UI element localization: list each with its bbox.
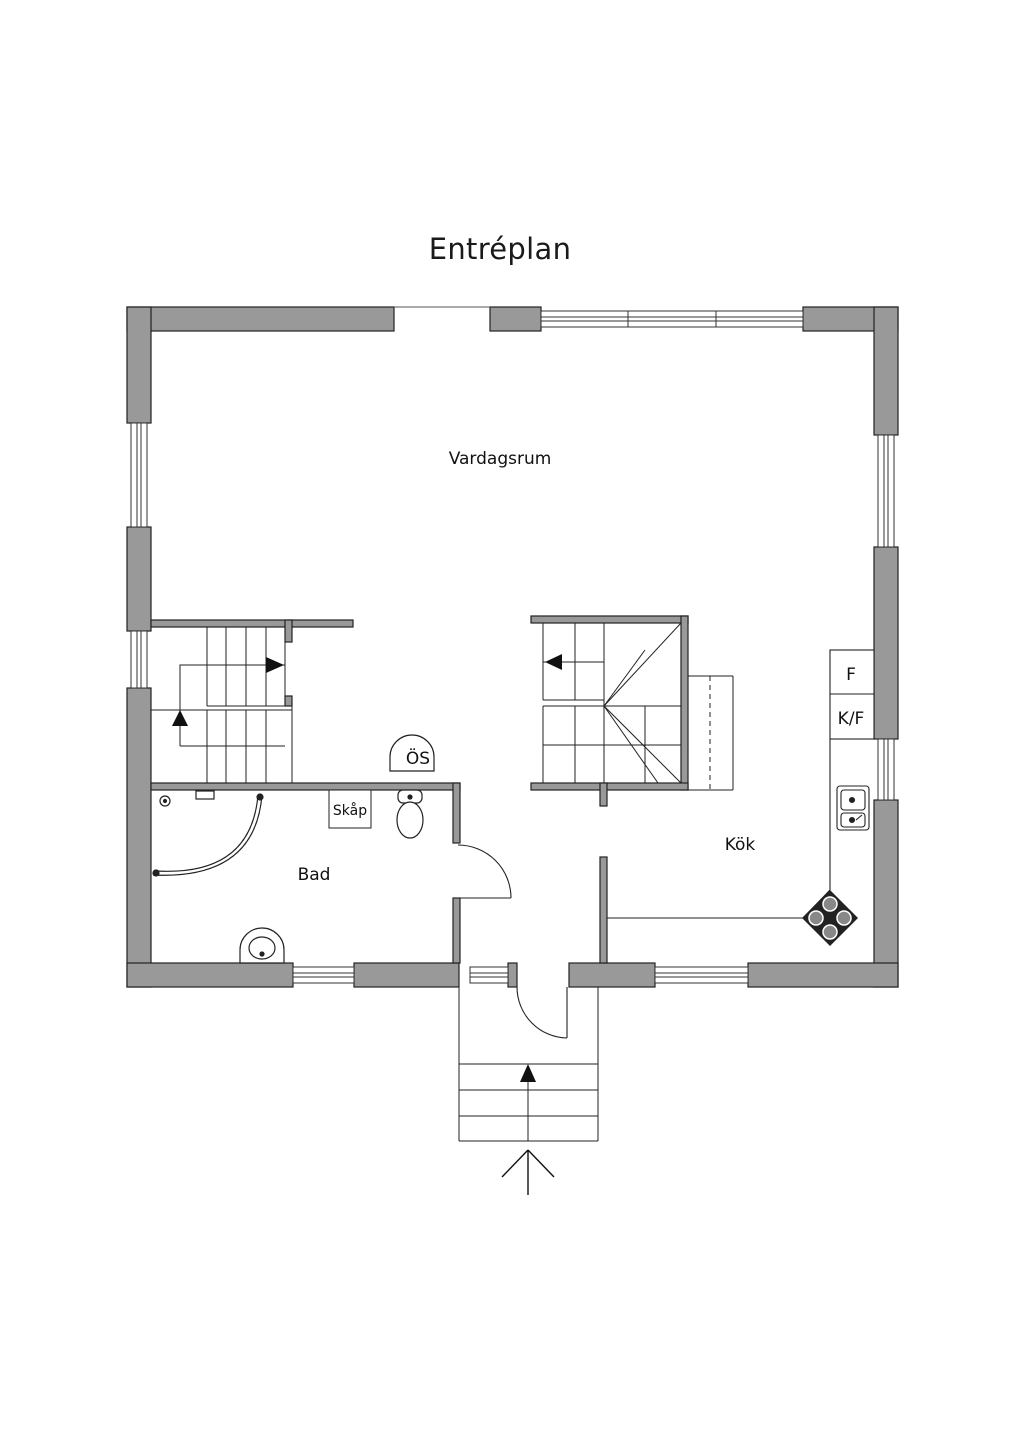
entrance-steps <box>458 987 599 1142</box>
fridge-label: F <box>846 665 856 685</box>
bathroom-door <box>457 844 512 899</box>
fridge-freezer-label: K/F <box>838 709 865 729</box>
shower-icon <box>152 790 264 877</box>
cabinet-label: Skåp <box>333 802 367 819</box>
center-staircase <box>542 622 734 791</box>
sink-icon <box>836 785 870 831</box>
toilet-icon <box>396 789 424 839</box>
entrance-door <box>516 986 568 1039</box>
windows <box>130 310 895 984</box>
washbasin-icon <box>239 927 285 964</box>
water-heater-label: ÖS <box>406 747 430 769</box>
room-label-bath: Bad <box>298 865 331 885</box>
stair-arrow-icon <box>545 654 562 670</box>
room-label-kitchen: Kök <box>725 835 756 855</box>
entrance-arrow-icon <box>501 1149 555 1195</box>
room-label-living: Vardagsrum <box>449 449 552 469</box>
left-staircase <box>151 627 293 783</box>
cabinet <box>328 789 372 829</box>
stair-arrow-icon <box>172 710 188 726</box>
exterior-walls <box>126 306 899 988</box>
stair-arrow-icon <box>520 1064 536 1082</box>
stair-arrow-icon <box>266 657 284 673</box>
kitchen-counter <box>607 649 875 919</box>
interior-walls <box>150 615 689 964</box>
water-heater <box>389 734 435 772</box>
stove-icon <box>802 890 858 946</box>
plan-title: Entréplan <box>428 232 572 266</box>
